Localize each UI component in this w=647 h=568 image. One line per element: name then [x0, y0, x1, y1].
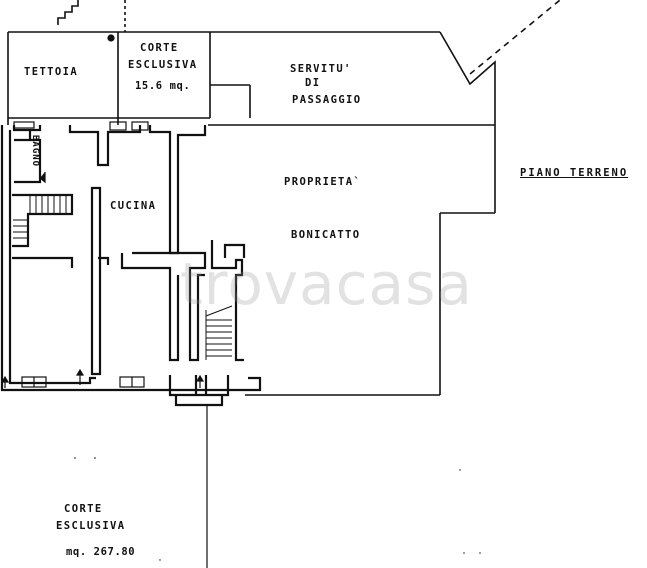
- label-corte-bottom-line1: CORTE: [64, 503, 103, 515]
- label-bagno: BAGNO: [30, 135, 40, 168]
- label-servitu-line3: PASSAGGIO: [292, 94, 362, 106]
- label-corte-top-area: 15.6 mq.: [135, 80, 191, 92]
- floor-title: PIANO TERRENO: [520, 167, 629, 179]
- label-bonicatto: BONICATTO: [291, 229, 361, 241]
- watermark: trovacasa: [180, 250, 473, 318]
- label-corte-bottom-line2: ESCLUSIVA: [56, 520, 126, 532]
- label-proprieta: PROPRIETA`: [284, 176, 362, 188]
- label-servitu-line2: DI: [305, 77, 321, 89]
- label-corte-bottom-area: mq. 267.80: [66, 546, 136, 558]
- label-cucina: CUCINA: [110, 200, 157, 212]
- label-servitu-line1: SERVITU': [290, 63, 352, 75]
- label-tettoia: TETTOIA: [24, 66, 79, 78]
- label-corte-top-line1: CORTE: [140, 42, 179, 54]
- label-corte-top-line2: ESCLUSIVA: [128, 59, 198, 71]
